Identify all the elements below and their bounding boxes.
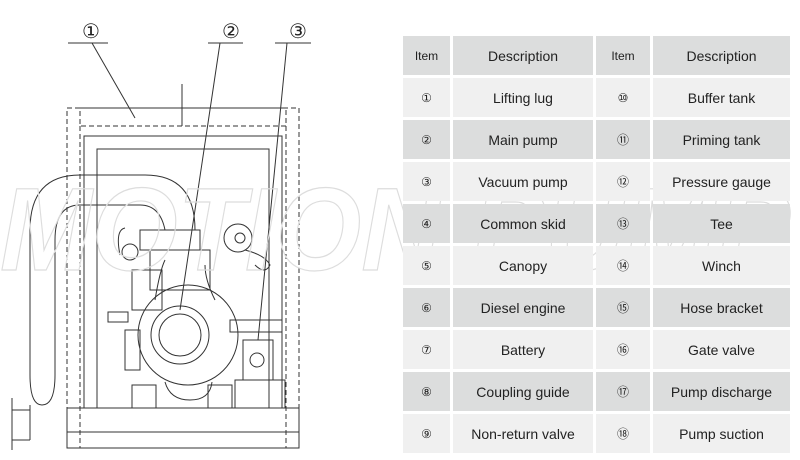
item-description: Lifting lug [453, 78, 593, 117]
pump-unit-drawing: ① ② ③ [11, 21, 311, 450]
callout-1: ① [68, 21, 136, 119]
frame [66, 135, 300, 449]
item-description: Coupling guide [453, 372, 593, 411]
callout-label: ② [222, 21, 240, 43]
item-description: Hose bracket [653, 288, 790, 327]
callout-3: ③ [257, 21, 311, 341]
item-description: Buffer tank [653, 78, 790, 117]
item-number: ⑪ [596, 120, 650, 159]
item-number: ⑧ [403, 372, 450, 411]
item-number: ⑯ [596, 330, 650, 369]
callout-label: ① [82, 21, 100, 43]
item-description: Pump suction [653, 414, 790, 453]
callout-label: ③ [289, 21, 307, 43]
item-number: ② [403, 120, 450, 159]
item-number: ① [403, 78, 450, 117]
item-number: ⑫ [596, 162, 650, 201]
item-description: Non-return valve [453, 414, 593, 453]
main-pump [131, 259, 239, 409]
header-description: Description [453, 36, 593, 75]
item-number: ⑬ [596, 204, 650, 243]
item-description: Common skid [453, 204, 593, 243]
header-item: Item [403, 36, 450, 75]
item-description: Gate valve [653, 330, 790, 369]
item-number: ⑰ [596, 372, 650, 411]
item-number: ⑨ [403, 414, 450, 453]
vacuum-pump [223, 223, 286, 409]
item-number: ⑭ [596, 246, 650, 285]
item-description: Vacuum pump [453, 162, 593, 201]
item-description: Priming tank [653, 120, 790, 159]
header-item: Item [596, 36, 650, 75]
item-description: Tee [653, 204, 790, 243]
item-number: ⑱ [596, 414, 650, 453]
item-description: Diesel engine [453, 288, 593, 327]
suction-pipe [11, 174, 196, 450]
item-description: Main pump [453, 120, 593, 159]
item-description: Pump discharge [653, 372, 790, 411]
item-description: Pressure gauge [653, 162, 790, 201]
item-number: ④ [403, 204, 450, 243]
item-description: Battery [453, 330, 593, 369]
engine [107, 227, 211, 371]
item-number: ⑮ [596, 288, 650, 327]
item-number: ⑤ [403, 246, 450, 285]
item-number: ⑩ [596, 78, 650, 117]
item-description: Canopy [453, 246, 593, 285]
item-number: ⑥ [403, 288, 450, 327]
header-description: Description [653, 36, 790, 75]
item-description: Winch [653, 246, 790, 285]
callout-2: ② [179, 21, 243, 311]
table-header-row: Item Description Item Description [403, 36, 790, 75]
item-number: ⑦ [403, 330, 450, 369]
item-number: ③ [403, 162, 450, 201]
